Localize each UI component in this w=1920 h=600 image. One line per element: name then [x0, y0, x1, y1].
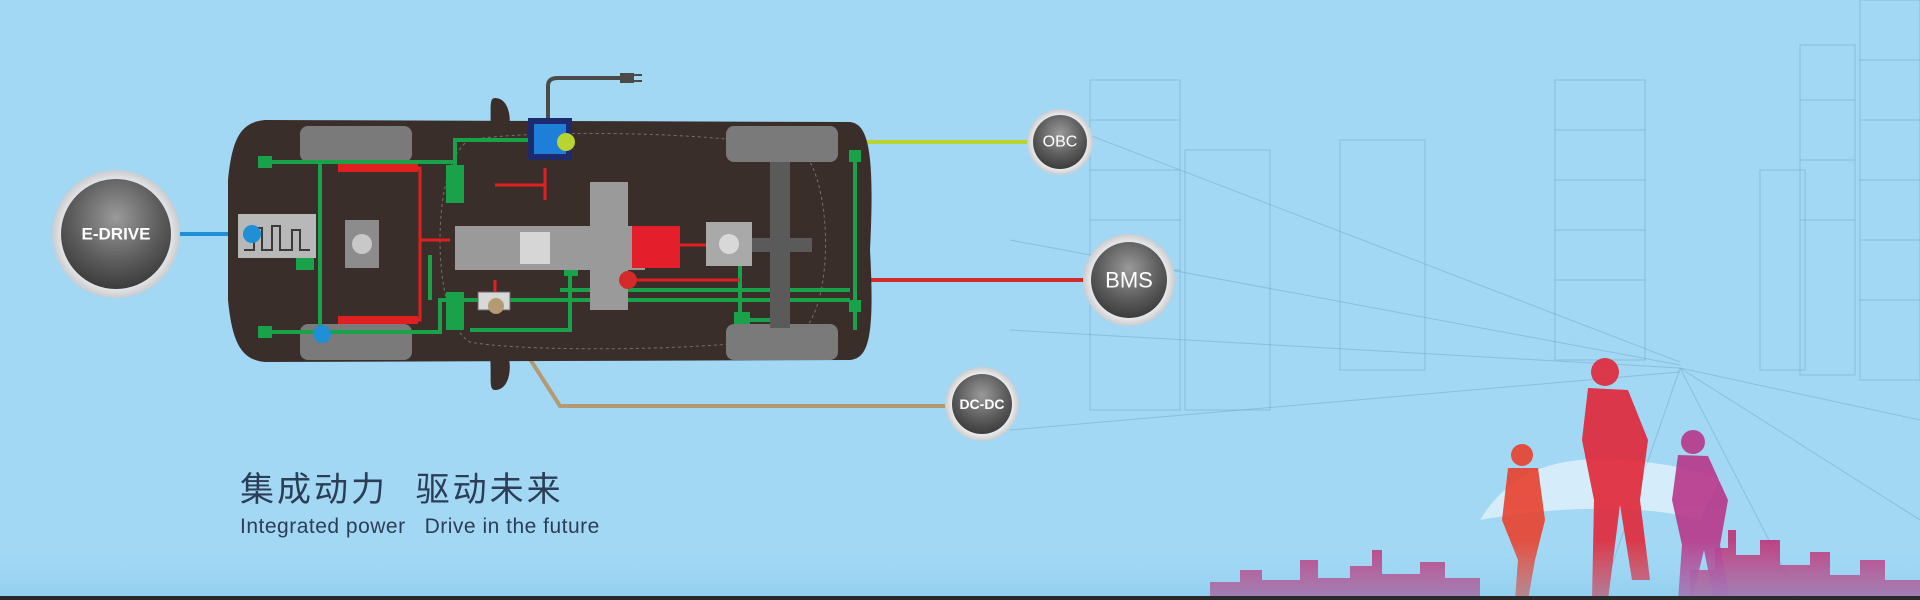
- car-top-view: [228, 73, 872, 390]
- edrive-label: E-DRIVE: [82, 225, 151, 244]
- edrive-dot: [243, 225, 261, 243]
- wheel-rear-right: [726, 324, 838, 360]
- battery-pack: [455, 182, 645, 310]
- bms-unit: [632, 226, 680, 268]
- tagline-english: Integrated power Drive in the future: [240, 515, 600, 538]
- motor-assemblies: [345, 162, 812, 328]
- edrive-dot-lower: [313, 325, 331, 343]
- obc-unit: [528, 73, 642, 160]
- obc-badge: OBC: [1027, 109, 1093, 175]
- obc-dot: [557, 133, 575, 151]
- obc-label: OBC: [1043, 134, 1078, 151]
- runner-left: [1502, 444, 1545, 600]
- wheel-rear-left: [726, 126, 838, 162]
- city-wireframe: [1009, 0, 1920, 600]
- dcdc-label: DC-DC: [959, 396, 1004, 412]
- connection-dots: [243, 133, 637, 343]
- bms-label: BMS: [1105, 268, 1153, 293]
- dcdc-badge: DC-DC: [945, 367, 1019, 441]
- dcdc-dot: [488, 298, 504, 314]
- bottom-rule: [0, 596, 1920, 600]
- bms-badge: BMS: [1083, 234, 1175, 326]
- edrive-badge: E-DRIVE: [52, 170, 180, 298]
- tagline-chinese: 集成动力 驱动未来: [240, 470, 564, 510]
- bms-dot: [619, 271, 637, 289]
- wheel-front-left: [300, 126, 412, 162]
